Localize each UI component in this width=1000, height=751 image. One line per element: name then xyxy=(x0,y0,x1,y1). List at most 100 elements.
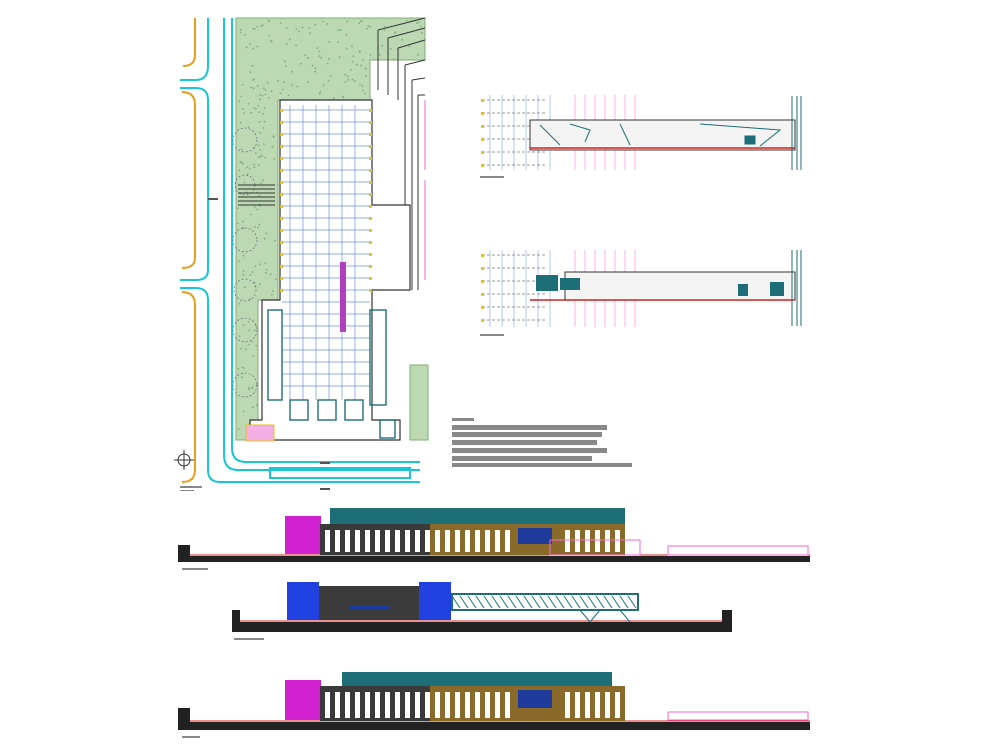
column-marker xyxy=(280,253,283,256)
window xyxy=(595,692,600,718)
vegetation-dot xyxy=(339,29,342,31)
column-marker xyxy=(280,229,283,232)
vegetation-dot xyxy=(240,347,243,350)
truss-leg xyxy=(589,609,601,623)
vegetation-dot xyxy=(286,43,288,46)
vegetation-dot xyxy=(295,28,298,30)
vegetation-dot xyxy=(242,324,245,326)
vegetation-dot xyxy=(237,222,239,225)
vegetation-dot xyxy=(346,75,349,78)
vegetation-dot xyxy=(300,62,302,65)
vegetation-dot xyxy=(237,428,240,430)
window xyxy=(475,692,480,718)
window xyxy=(575,530,580,552)
vegetation-dot xyxy=(320,56,323,59)
vegetation-dot xyxy=(360,20,362,23)
window xyxy=(595,530,600,552)
window xyxy=(615,530,620,552)
section-grid-marker xyxy=(481,319,484,322)
truss-member xyxy=(507,595,517,609)
vegetation-dot xyxy=(257,105,259,107)
vegetation-dot xyxy=(258,203,261,205)
structural-grid xyxy=(282,105,370,400)
vegetation-dot xyxy=(271,294,273,296)
window xyxy=(455,530,460,552)
vegetation-dot xyxy=(322,84,325,87)
vegetation-dot xyxy=(263,107,266,109)
column-marker xyxy=(369,145,372,148)
window xyxy=(355,692,360,718)
vegetation-dot xyxy=(255,107,257,110)
column-marker xyxy=(280,289,283,292)
vegetation-dot xyxy=(307,56,310,59)
truss-member xyxy=(595,595,605,609)
vegetation-dot xyxy=(291,84,293,87)
vegetation-dot xyxy=(242,112,245,115)
elevation-2-dark-center xyxy=(319,586,419,620)
elevation-2-blue-right xyxy=(419,582,451,620)
vegetation-dot xyxy=(270,40,273,43)
vegetation-dot xyxy=(346,47,348,50)
vegetation-dot xyxy=(347,79,350,81)
vegetation-dot xyxy=(252,354,255,357)
vegetation-dot xyxy=(318,93,321,95)
elevation-1-ground xyxy=(178,545,810,562)
section-top-body xyxy=(529,119,796,151)
right-contour-lines xyxy=(377,17,426,290)
vegetation-dot xyxy=(308,27,311,29)
truss-member xyxy=(523,595,533,609)
window xyxy=(445,692,450,718)
vegetation-dot xyxy=(274,278,277,281)
vegetation-dot xyxy=(250,340,253,343)
vegetation-dot xyxy=(274,239,276,242)
vegetation-dot xyxy=(321,20,324,23)
vegetation-dot xyxy=(362,58,365,61)
vegetation-dot xyxy=(252,79,255,81)
section-grid-marker xyxy=(481,164,484,167)
truss-member xyxy=(451,595,461,609)
vegetation-dot xyxy=(265,271,267,274)
column-marker xyxy=(369,109,372,112)
vegetation-dot xyxy=(272,290,274,293)
ramp-element xyxy=(340,262,346,332)
vegetation-dot xyxy=(264,93,267,96)
vegetation-dot xyxy=(342,96,345,99)
truss-member xyxy=(491,595,501,609)
vegetation-dot xyxy=(307,81,309,84)
vegetation-dot xyxy=(249,213,252,216)
section-middle-right-lines xyxy=(791,250,802,326)
vegetation-dot xyxy=(256,25,259,28)
window xyxy=(495,692,500,718)
window xyxy=(505,530,510,552)
tree-symbols xyxy=(232,127,258,398)
vegetation-dot xyxy=(314,70,317,73)
elevation-3-entrance xyxy=(518,690,552,708)
vegetation-dot xyxy=(284,60,286,63)
vegetation-dot xyxy=(245,46,248,49)
elevation-2-ground xyxy=(232,610,732,632)
window xyxy=(495,530,500,552)
elevation-3 xyxy=(178,672,810,738)
section-grid-marker xyxy=(481,112,484,115)
vegetation-dot xyxy=(242,220,244,223)
column-marker xyxy=(369,277,372,280)
truss-member xyxy=(539,595,549,609)
vegetation-dot xyxy=(263,120,266,123)
vegetation-dot xyxy=(359,83,361,86)
column-marker xyxy=(280,169,283,172)
window xyxy=(345,692,350,718)
truss-member xyxy=(475,595,485,609)
vegetation-dot xyxy=(337,41,339,43)
vegetation-dot xyxy=(304,54,307,57)
plan-label xyxy=(180,486,202,491)
section-middle-grid xyxy=(481,250,636,327)
column-marker xyxy=(369,265,372,268)
vegetation-dot xyxy=(401,38,403,41)
vegetation-dot xyxy=(240,148,243,151)
vegetation-dot xyxy=(247,343,250,346)
vegetation-dot xyxy=(262,179,265,182)
elevation-1-pink-far xyxy=(667,545,809,556)
truss-member xyxy=(499,595,509,609)
vegetation-dot xyxy=(328,40,331,43)
